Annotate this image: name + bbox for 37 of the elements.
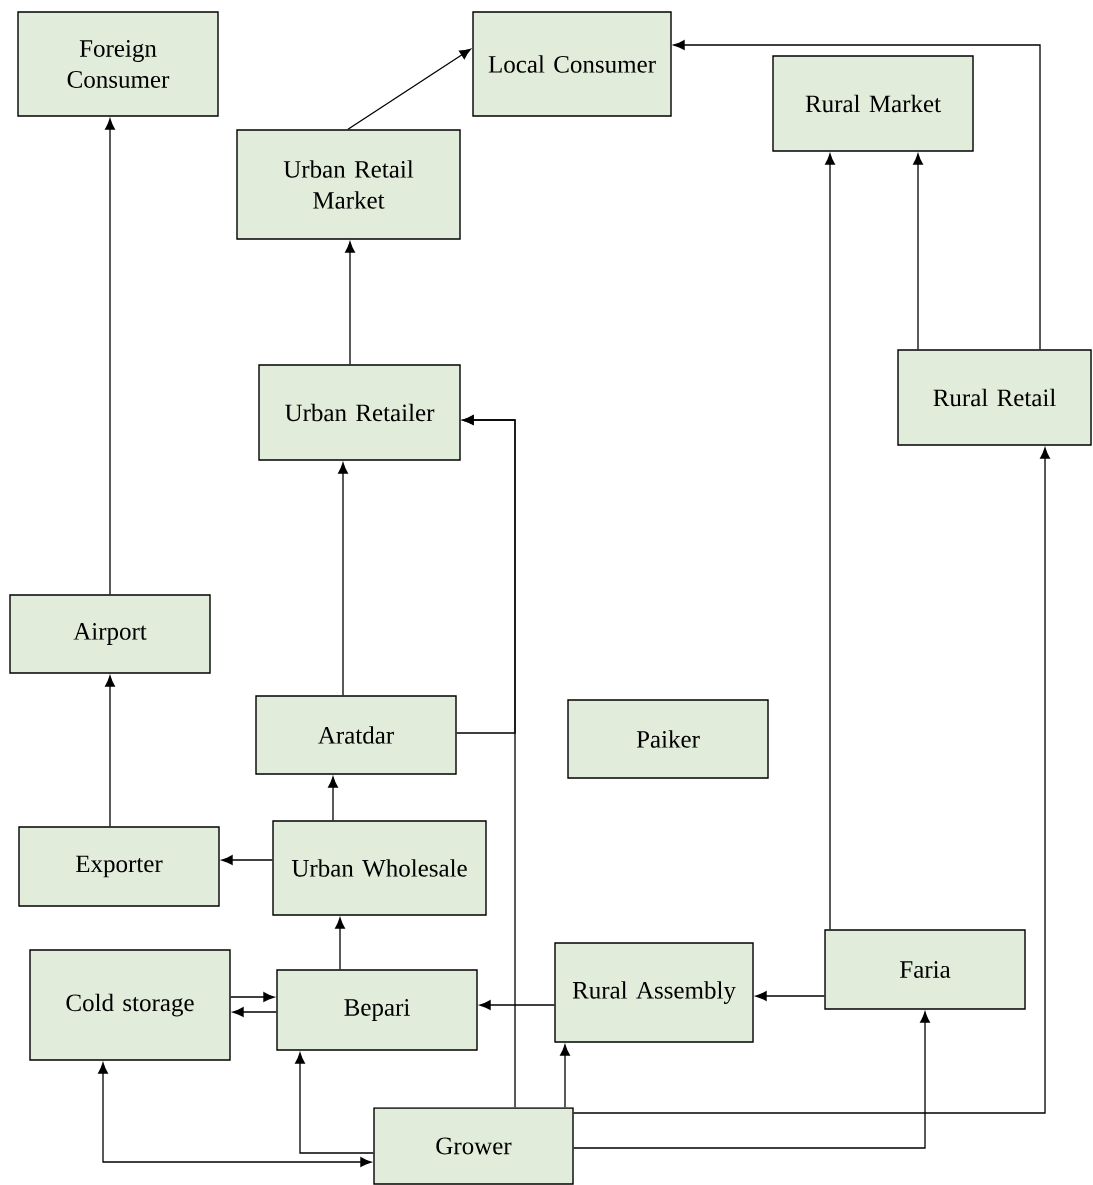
flow-box: Bepari: [276, 969, 478, 1051]
arrow: [673, 40, 1041, 350]
arrow: [105, 675, 115, 827]
arrow: [573, 1011, 930, 1149]
arrow: [98, 1062, 372, 1167]
arrow: [755, 991, 825, 1001]
arrow: [105, 118, 115, 595]
flow-box: Rural Assembly: [554, 942, 754, 1043]
arrow: [573, 447, 1050, 1114]
arrow: [825, 153, 835, 930]
arrow: [221, 855, 273, 865]
flow-box: Airport: [9, 594, 211, 674]
flow-box: Rural Market: [772, 55, 974, 152]
arrow: [232, 1007, 277, 1017]
flow-box: Urban Retail Market: [236, 129, 461, 240]
flow-box: Cold storage: [29, 949, 231, 1061]
arrow: [295, 1052, 374, 1154]
arrow: [560, 1044, 570, 1108]
arrow: [328, 776, 338, 821]
flow-box: Local Consumer: [472, 11, 672, 117]
arrow: [347, 48, 471, 130]
arrow: [338, 462, 348, 696]
flow-box: Faria: [824, 929, 1026, 1010]
flow-box: Paiker: [567, 699, 769, 779]
flow-box: Foreign Consumer: [17, 11, 219, 117]
flow-box: Rural Retail: [897, 349, 1092, 446]
flow-box: Urban Retailer: [258, 364, 461, 461]
arrow: [456, 415, 516, 734]
flow-box: Exporter: [18, 826, 220, 907]
arrow: [335, 917, 345, 970]
arrow: [913, 153, 923, 350]
flow-box: Urban Wholesale: [272, 820, 487, 916]
arrow: [479, 1000, 555, 1010]
arrow: [230, 992, 275, 1002]
arrow: [345, 241, 355, 365]
flow-box: Aratdar: [255, 695, 457, 775]
flow-box: Grower: [373, 1107, 574, 1185]
